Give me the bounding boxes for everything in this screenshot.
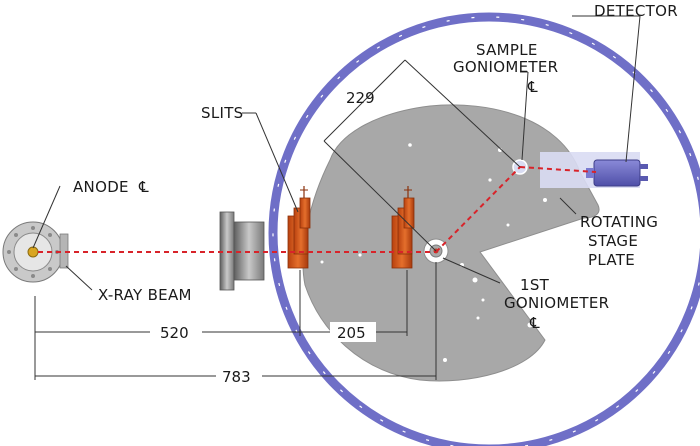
dimension-520-label: 520 [160, 324, 189, 342]
anode-source [2, 221, 69, 283]
first-goniometer-label-line1: 1ST [520, 276, 550, 294]
detector [586, 159, 648, 187]
chamber-ring [268, 12, 700, 446]
dimension-229 [323, 59, 521, 252]
x-ray-beam-label: X-RAY BEAM [98, 286, 192, 304]
rotating-stage-plate [302, 104, 600, 382]
slits-assembly [287, 186, 415, 269]
dimension-205-label: 205 [337, 324, 366, 342]
x-ray-beam-path [38, 166, 597, 253]
first-goniometer-label-line2: GONIOMETER [504, 294, 609, 312]
anode-centerline-symbol: ℄ [138, 178, 149, 196]
detector-label: DETECTOR [594, 2, 678, 20]
sample-goniometer-label-line1: SAMPLE [476, 41, 538, 59]
slits-label: SLITS [201, 104, 244, 122]
anode-label: ANODE [73, 178, 129, 196]
sample-centerline-symbol: ℄ [527, 78, 538, 96]
leader-lines [32, 15, 641, 291]
dimension-229-label: 229 [346, 89, 375, 107]
sample-goniometer-label-line2: GONIOMETER [453, 58, 558, 76]
stage-label-line1: ROTATING [580, 213, 658, 231]
dimension-783-label: 783 [222, 368, 251, 386]
stage-label-line2: STAGE [588, 232, 638, 250]
stage-label-line3: PLATE [588, 251, 635, 269]
goniometer-centerline-symbol: ℄ [529, 314, 540, 332]
